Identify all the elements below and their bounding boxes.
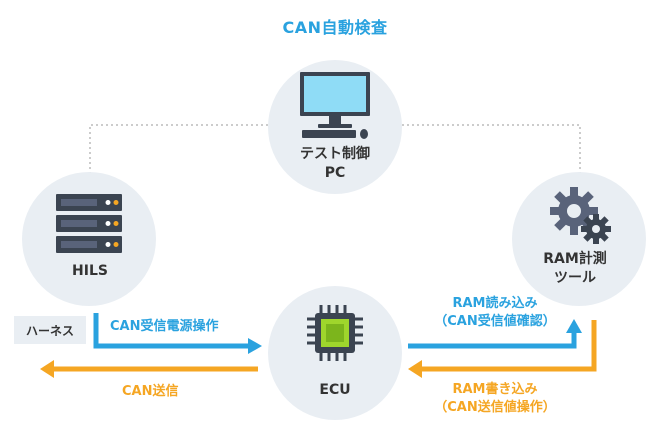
can-power-arrow bbox=[93, 313, 250, 349]
ram-tool-label-line1: RAM計測 bbox=[543, 251, 607, 267]
ram-read-arrowhead bbox=[566, 319, 582, 333]
ram-write-label-line2: （CAN送信値操作） bbox=[434, 400, 556, 415]
can-send-label: CAN送信 bbox=[122, 384, 179, 399]
pc-label: テスト制御 PC bbox=[280, 145, 390, 183]
ram-write-arrow bbox=[420, 320, 597, 372]
ram-write-arrowhead bbox=[408, 360, 422, 378]
ram-read-label-line2: （CAN受信値確認） bbox=[434, 314, 556, 329]
ram-write-label-line1: RAM書き込み bbox=[452, 382, 538, 397]
hils-label: HILS bbox=[72, 263, 108, 279]
pc-label-line1: テスト制御 bbox=[300, 146, 370, 162]
gears-icon bbox=[550, 187, 611, 244]
pc-label-line2: PC bbox=[324, 165, 346, 181]
pc-ram-dotted-line bbox=[402, 124, 581, 175]
ram-read-arrow bbox=[408, 331, 577, 349]
ram-read-label-line1: RAM読み込み bbox=[452, 296, 538, 311]
can-power-label: CAN受信電源操作 bbox=[110, 319, 219, 334]
ecu-label: ECU bbox=[319, 382, 351, 398]
diagram-title: CAN自動検査 bbox=[282, 18, 388, 37]
harness-box: ハーネス bbox=[14, 316, 86, 344]
desktop-computer-icon bbox=[300, 72, 370, 139]
microchip-icon bbox=[307, 305, 363, 361]
can-send-arrowhead bbox=[40, 360, 54, 378]
ram-tool-label-line2: ツール bbox=[554, 270, 596, 286]
ram-tool-label: RAM計測 ツール bbox=[520, 250, 630, 288]
ram-write-label: RAM書き込み （CAN送信値操作） bbox=[420, 381, 570, 417]
server-rack-icon bbox=[56, 194, 122, 253]
ram-tool-node bbox=[512, 172, 646, 306]
ram-read-label: RAM読み込み （CAN受信値確認） bbox=[420, 295, 570, 331]
can-power-arrowhead bbox=[248, 338, 262, 354]
